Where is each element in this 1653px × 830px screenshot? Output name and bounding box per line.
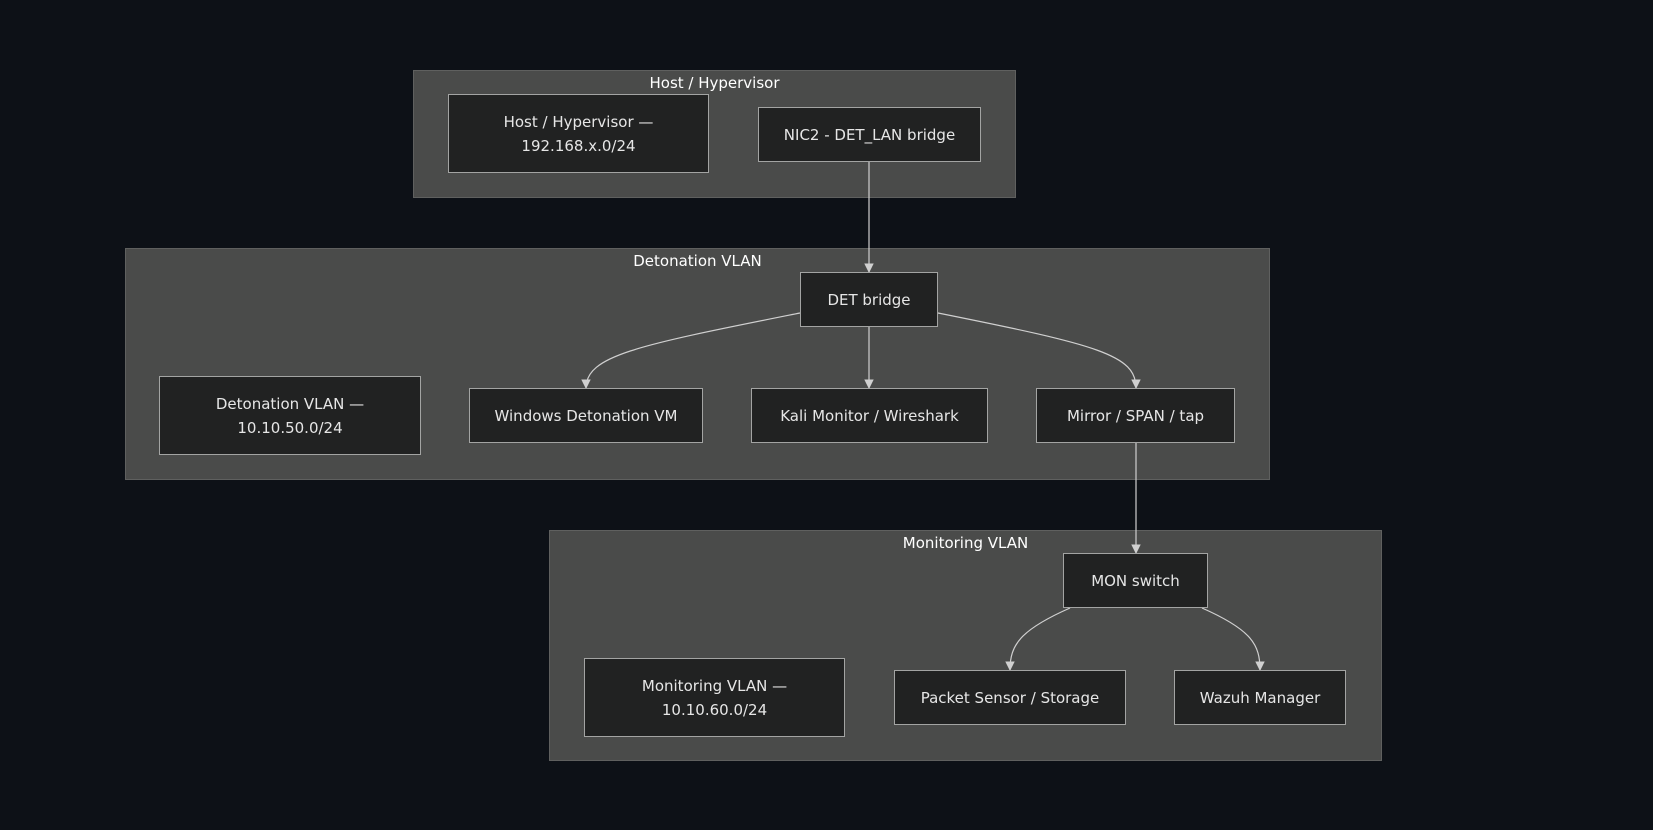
node-det-bridge-label: DET bridge — [827, 290, 911, 309]
node-det-subnet-line2: 10.10.50.0/24 — [237, 418, 343, 437]
node-nic2-bridge[interactable]: NIC2 - DET_LAN bridge — [758, 107, 981, 162]
node-host-subnet-line1: Host / Hypervisor — — [503, 112, 654, 131]
node-nic2-label: NIC2 - DET_LAN bridge — [783, 125, 956, 144]
node-mon-subnet-line1: Monitoring VLAN — — [641, 676, 788, 695]
node-kali-label: Kali Monitor / Wireshark — [780, 406, 959, 425]
node-windows-vm-label: Windows Detonation VM — [494, 406, 678, 425]
node-mirror-label: Mirror / SPAN / tap — [1066, 406, 1205, 425]
node-det-subnet-line1: Detonation VLAN — — [215, 394, 365, 413]
node-host-subnet-line2: 192.168.x.0/24 — [521, 136, 636, 155]
node-kali-monitor[interactable]: Kali Monitor / Wireshark — [751, 388, 988, 443]
node-packet-sensor-label: Packet Sensor / Storage — [920, 688, 1100, 707]
node-mirror-span-tap[interactable]: Mirror / SPAN / tap — [1036, 388, 1235, 443]
node-host-subnet[interactable]: Host / Hypervisor — 192.168.x.0/24 — [448, 94, 709, 173]
cluster-title-host: Host / Hypervisor — [649, 74, 780, 92]
node-mon-subnet-line2: 10.10.60.0/24 — [661, 700, 768, 719]
node-mon-switch-label: MON switch — [1091, 571, 1180, 590]
node-mon-subnet[interactable]: Monitoring VLAN — 10.10.60.0/24 — [584, 658, 845, 737]
node-windows-detonation-vm[interactable]: Windows Detonation VM — [469, 388, 703, 443]
node-wazuh-label: Wazuh Manager — [1199, 688, 1321, 707]
node-det-bridge[interactable]: DET bridge — [800, 272, 938, 327]
node-packet-sensor[interactable]: Packet Sensor / Storage — [894, 670, 1126, 725]
cluster-title-monitoring: Monitoring VLAN — [902, 534, 1029, 552]
node-mon-switch[interactable]: MON switch — [1063, 553, 1208, 608]
node-wazuh-manager[interactable]: Wazuh Manager — [1174, 670, 1346, 725]
cluster-title-detonation: Detonation VLAN — [633, 252, 762, 270]
node-det-subnet[interactable]: Detonation VLAN — 10.10.50.0/24 — [159, 376, 421, 455]
